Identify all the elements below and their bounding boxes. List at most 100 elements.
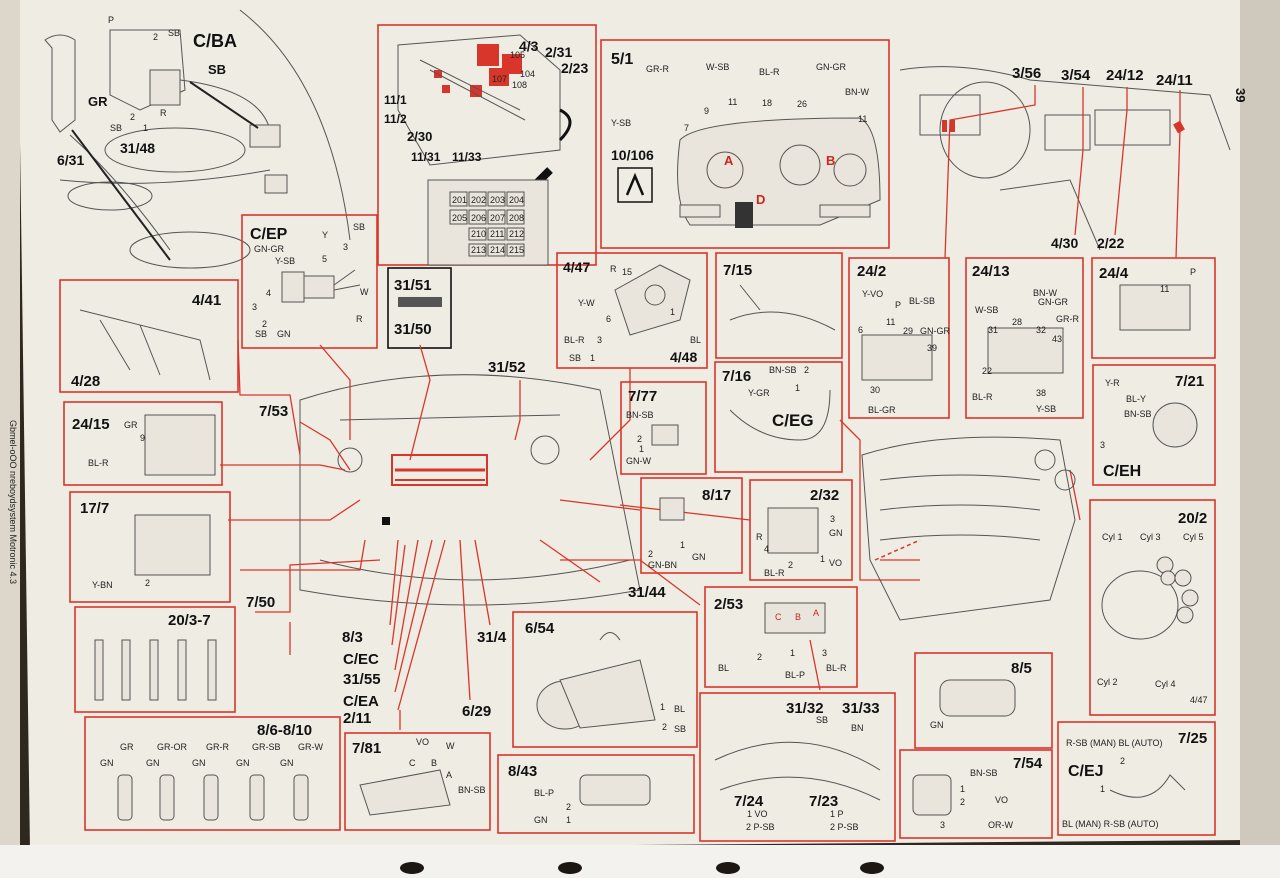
fuse-207: 207 (490, 213, 505, 223)
wire-y-vo-242: Y-VO (862, 289, 883, 299)
wire-bn-sb-754: BN-SB (970, 768, 998, 778)
wire-y-cep: Y (322, 230, 328, 240)
wire-w-781: W (446, 741, 455, 751)
pin-1-716: 1 (795, 383, 800, 393)
wire-bn-sb-781: BN-SB (458, 785, 486, 795)
label-4-47-dist: 4/47 (1190, 695, 1208, 705)
pin-1-253: 1 (790, 648, 795, 658)
label-4-30: 4/30 (1051, 235, 1078, 251)
pin-30-242: 30 (870, 385, 880, 395)
panel-24-4 (1091, 257, 1216, 359)
fuse-201: 201 (452, 195, 467, 205)
pin-2-cep: 2 (262, 319, 267, 329)
wire-y-w-447: Y-W (578, 298, 595, 308)
distributor-cap-icon (1101, 556, 1199, 640)
sensor-7-16-illustration (729, 389, 831, 441)
label-2-11: 2/11 (343, 710, 371, 727)
label-7-81: 7/81 (352, 740, 381, 757)
wire-w-cep: W (360, 287, 369, 297)
wire-bl-sb-242: BL-SB (909, 296, 935, 306)
pin-1-232: 1 (820, 554, 825, 564)
pin-32-2413: 32 (1036, 325, 1046, 335)
sensor-7-54-icon (912, 774, 952, 816)
wire-sb-fp1: SB (168, 28, 180, 38)
mark-a: A (724, 153, 734, 168)
pin-11-51a: 11 (728, 97, 737, 107)
diagnostic-connector-icon (398, 297, 442, 307)
fuse-206: 206 (471, 213, 486, 223)
panel-8-5 (914, 652, 1053, 749)
wire-sb-654: SB (674, 724, 686, 734)
pin-2-253: 2 (757, 652, 762, 662)
relay-2-53-icon (764, 602, 826, 634)
sensor-7-21-icon (1152, 402, 1198, 448)
label-6-31: 6/31 (57, 152, 84, 168)
wire-gn-232: GN (829, 528, 843, 538)
pin-b-253: B (795, 612, 801, 622)
pin-1-725: 1 (1100, 784, 1105, 794)
mark-d: D (756, 192, 765, 207)
wire-bl-y-721: BL-Y (1126, 394, 1146, 404)
wire-2-fp1: 2 (153, 32, 158, 42)
fuse-grid: 201 202 203 204 205 206 207 208 210 211 … (449, 191, 525, 257)
panel-7-77 (620, 381, 707, 475)
wire-bl-r-51: BL-R (759, 67, 780, 77)
pin-2-725: 2 (1120, 756, 1125, 766)
pin-1b-447: 1 (670, 307, 675, 317)
label-2-23: 2/23 (561, 60, 588, 76)
fuse-105: 105 (510, 50, 525, 60)
pin-4-232: 4 (764, 544, 769, 554)
pin-26-51: 26 (797, 99, 807, 109)
panel-7-21 (1092, 364, 1216, 486)
wire-1-p-723: 1 P (830, 809, 844, 819)
wire-bl-447: BL (690, 335, 701, 345)
injectors-icon (117, 774, 309, 821)
wire-r-232: R (756, 532, 763, 542)
wire-bl-r-447: BL-R (564, 335, 585, 345)
wire-y-sb-2413: Y-SB (1036, 404, 1056, 414)
fuse-215: 215 (509, 245, 524, 255)
wire-gn-85: GN (930, 720, 944, 730)
label-7-23: 7/23 (809, 793, 838, 810)
wire-gn-gr-2413: GN-GR (1038, 297, 1068, 307)
panel-7-54 (899, 749, 1053, 839)
wire-bl-gr-242: BL-GR (868, 405, 896, 415)
label-6-29: 6/29 (462, 703, 491, 720)
panel-4-47 (556, 252, 708, 369)
wire-sb-fp3: SB (110, 123, 122, 133)
label-5-1: 5/1 (611, 51, 633, 68)
pin-11-244: 11 (1160, 284, 1169, 294)
wire-bl-r-253: BL-R (826, 663, 847, 673)
wire-bl-r-232: BL-R (764, 568, 785, 578)
panel-31-32 (699, 692, 896, 842)
wire-sb-fp2: SB (208, 62, 226, 77)
sensor-7-81-icon (359, 769, 451, 816)
pin-38-2413: 38 (1036, 388, 1046, 398)
wire-gn-843: GN (534, 815, 548, 825)
fuse-203: 203 (490, 195, 505, 205)
pin-2-716: 2 (804, 365, 809, 375)
leader-lines (220, 339, 1081, 730)
panel-2-32 (749, 479, 853, 581)
label-7-21: 7/21 (1175, 373, 1204, 390)
pin-9-51: 9 (704, 106, 709, 116)
valve-8-5-icon (939, 679, 1016, 717)
panel-7-25 (1057, 721, 1216, 836)
wire-1-vo-724: 1 VO (747, 809, 768, 819)
paper-sheet (18, 0, 1262, 850)
wire-r-447: R (610, 264, 617, 274)
wire-bn-w-2413: BN-W (1033, 288, 1057, 298)
label-24-13: 24/13 (972, 263, 1010, 280)
label-8-6-8-10: 8/6-8/10 (257, 722, 312, 739)
pin-1-843: 1 (566, 815, 571, 825)
c-ep-connector-illustration (281, 269, 361, 303)
panel-8-43 (497, 754, 695, 834)
panel-c-ep (241, 214, 378, 349)
sensor-7-25-illustration (1109, 774, 1186, 798)
label-24-11: 24/11 (1156, 72, 1193, 89)
fuel-pump-illustration (44, 9, 351, 269)
label-cyl-2: Cyl 2 (1097, 677, 1118, 687)
wire-w-sb-2413: W-SB (975, 305, 998, 315)
pin-31-2413: 31 (988, 325, 998, 335)
label-3-56: 3/56 (1012, 65, 1041, 82)
